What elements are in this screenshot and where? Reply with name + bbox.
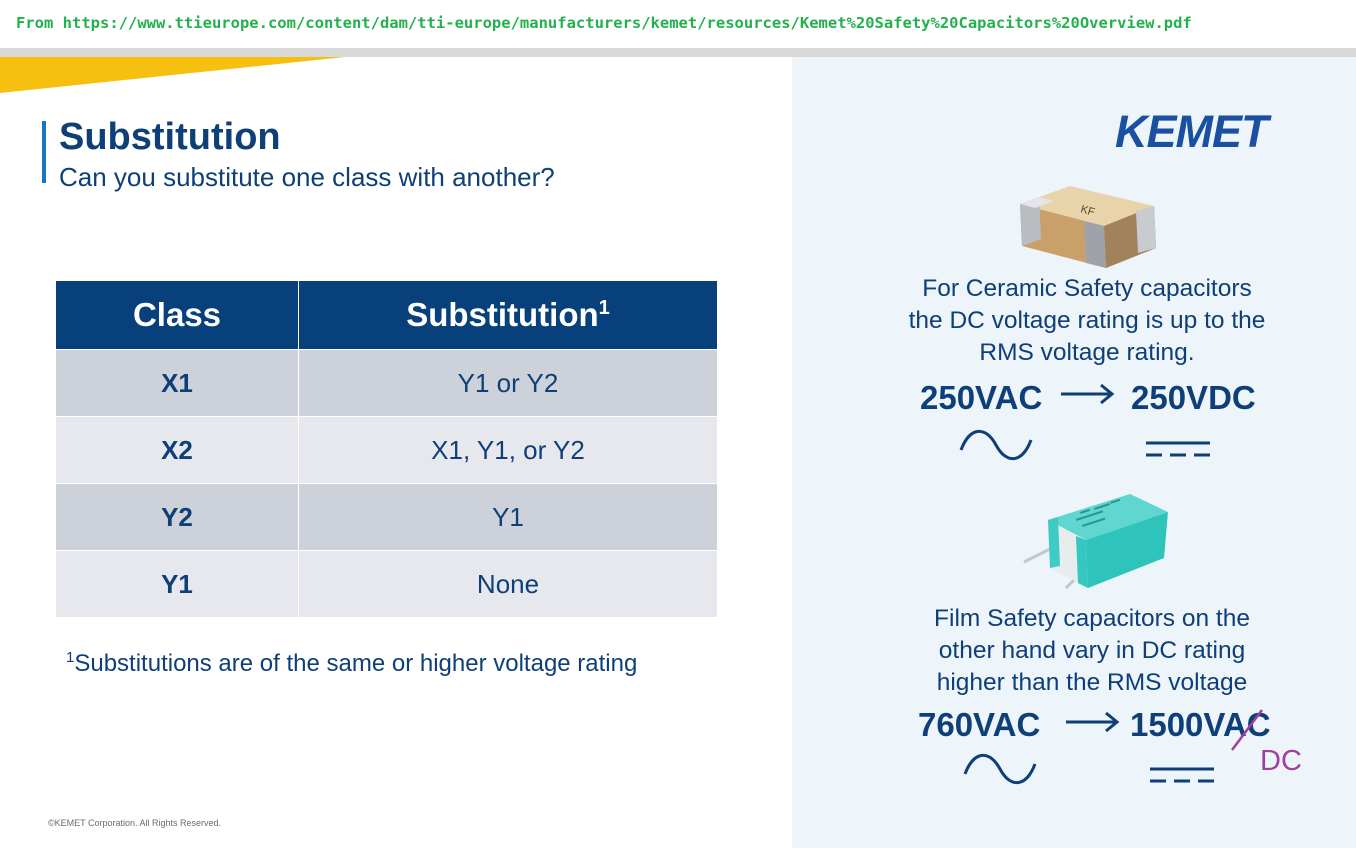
ceramic-dc-rating: 250VDC: [1131, 379, 1256, 416]
ac-sine-icon: [959, 429, 1033, 461]
ceramic-description: For Ceramic Safety capacitors the DC vol…: [877, 273, 1297, 369]
footnote-mark: 1: [66, 649, 75, 666]
dc-symbol-icon: [1150, 767, 1214, 783]
footnote-text: Substitutions are of the same or higher …: [74, 650, 638, 677]
film-dc-rating: 1500VAC: [1130, 706, 1271, 743]
table-row: X1 Y1 or Y2: [55, 349, 718, 417]
film-capacitor-image: [1023, 494, 1168, 590]
header-substitution: Substitution1: [298, 280, 718, 350]
substitution-cell: Y1 or Y2: [298, 349, 718, 417]
right-arrow-icon: [1066, 711, 1120, 733]
table-footnote: 1Substitutions are of the same or higher…: [66, 650, 637, 678]
ceramic-ac-rating: 250VAC: [920, 379, 1043, 416]
source-bar: From https://www.ttieurope.com/content/d…: [0, 0, 1356, 48]
source-url-text: From https://www.ttieurope.com/content/d…: [16, 14, 1192, 32]
header-footnote-mark: 1: [598, 297, 610, 319]
header-class-label: Class: [132, 296, 222, 333]
copyright-notice: ©KEMET Corporation. All Rights Reserved.: [48, 818, 222, 828]
yellow-accent-wedge: [0, 57, 345, 93]
strikethrough-mark: [1231, 709, 1263, 751]
dc-symbol-icon: [1146, 441, 1210, 457]
ceramic-text-line: RMS voltage rating.: [979, 339, 1195, 366]
header-class: Class: [55, 280, 299, 350]
substitution-table: Class Substitution1 X1 Y1 or Y2 X2 X1, Y…: [55, 280, 718, 618]
right-arrow-icon: [1061, 383, 1115, 405]
substitution-cell: X1, Y1, or Y2: [298, 416, 718, 484]
slide-title: Substitution: [59, 116, 281, 158]
ceramic-text-line: the DC voltage rating is up to the: [908, 307, 1266, 334]
film-description: Film Safety capacitors on the other hand…: [882, 603, 1302, 699]
film-text-line: Film Safety capacitors on the: [934, 605, 1250, 632]
substitution-cell: None: [298, 550, 718, 618]
kemet-logo: KEMET: [1115, 106, 1268, 157]
class-cell: Y2: [55, 483, 299, 551]
ceramic-text-line: For Ceramic Safety capacitors: [922, 275, 1252, 302]
ceramic-chip-capacitor-image: KF: [1020, 186, 1156, 268]
header-substitution-label: Substitution: [406, 296, 599, 333]
title-accent-bar: [42, 121, 46, 183]
table-row: Y1 None: [55, 550, 718, 618]
film-text-line: higher than the RMS voltage: [936, 669, 1248, 696]
class-cell: Y1: [55, 550, 299, 618]
class-cell: X1: [55, 349, 299, 417]
table-header-row: Class Substitution1: [55, 280, 718, 350]
slide-subtitle: Can you substitute one class with anothe…: [59, 162, 555, 192]
class-cell: X2: [55, 416, 299, 484]
substitution-cell: Y1: [298, 483, 718, 551]
table-row: X2 X1, Y1, or Y2: [55, 416, 718, 484]
film-ac-rating: 760VAC: [918, 706, 1041, 743]
chip-marking-text: KF: [1079, 203, 1096, 218]
table-row: Y2 Y1: [55, 483, 718, 551]
ac-sine-icon: [963, 753, 1037, 785]
film-text-line: other hand vary in DC rating: [938, 637, 1246, 664]
divider-strip: [0, 48, 1356, 57]
dc-correction-note: DC: [1260, 745, 1302, 777]
